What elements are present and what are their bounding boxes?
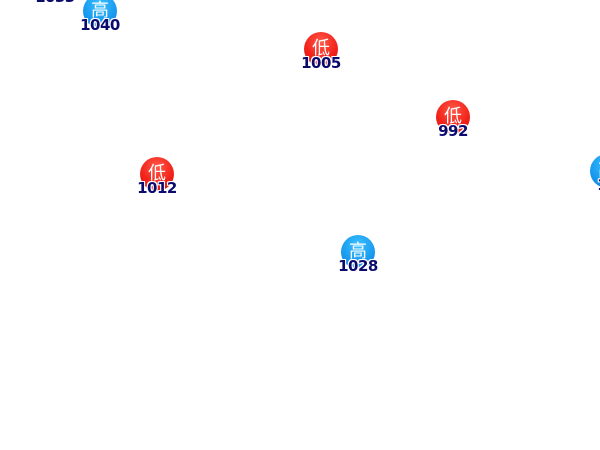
high-pressure-marker[interactable]: 高 10 — [585, 154, 600, 198]
pressure-value: 1005 — [301, 54, 341, 72]
pressure-value: 1012 — [137, 179, 177, 197]
high-pressure-marker[interactable]: 高 1028 — [336, 235, 380, 279]
high-pressure-marker[interactable]: 高 1040 — [78, 0, 122, 38]
low-pressure-icon: 低 — [140, 157, 174, 191]
pressure-value: 1033 — [25, 0, 85, 6]
low-pressure-icon: 低 — [304, 32, 338, 66]
low-pressure-icon: 低 — [436, 100, 470, 134]
pressure-value: 992 — [438, 122, 468, 140]
high-pressure-icon: 高 — [83, 0, 117, 28]
low-pressure-marker[interactable]: 低 1005 — [299, 32, 343, 76]
high-pressure-icon: 高 — [590, 154, 600, 188]
pressure-value: 10 — [577, 176, 600, 194]
high-pressure-marker[interactable]: 高 1033 — [33, 0, 77, 10]
low-pressure-marker[interactable]: 低 992 — [431, 100, 475, 144]
pressure-value: 1028 — [338, 257, 378, 275]
pressure-value: 1040 — [80, 16, 120, 34]
low-pressure-marker[interactable]: 低 1012 — [135, 157, 179, 201]
high-pressure-icon: 高 — [341, 235, 375, 269]
